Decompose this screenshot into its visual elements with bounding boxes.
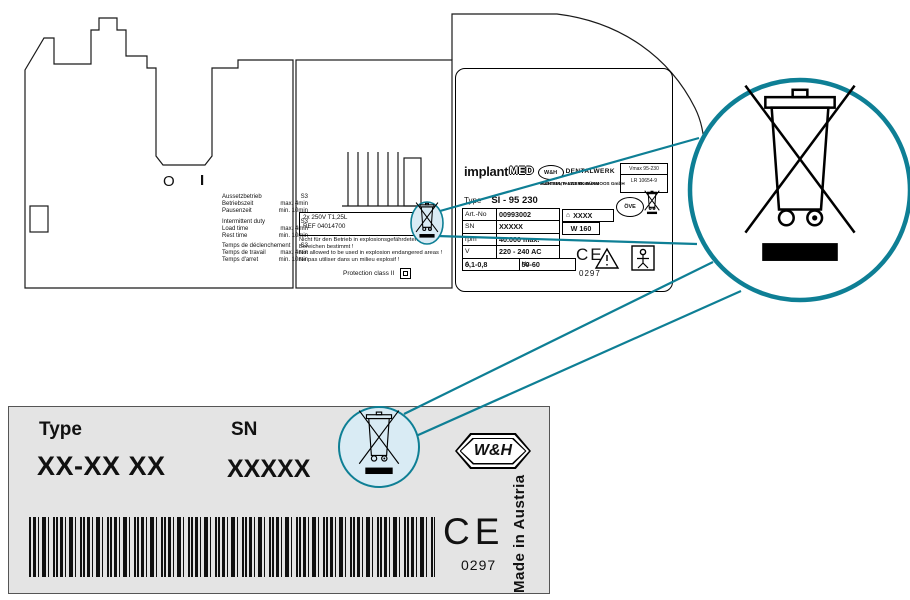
artno-label: Art.-No — [463, 209, 497, 221]
spec-label: Load time — [222, 225, 249, 232]
sn-value: XXXXX — [499, 222, 523, 232]
spec-value: min. 10min — [278, 232, 308, 239]
wh-logo-badge: W&H — [455, 433, 531, 469]
vent-slot — [403, 157, 422, 207]
spec-label: Rest time — [222, 232, 248, 239]
warning-line-de-1: Nicht für den Betrieb in explosionsgefäh… — [299, 237, 418, 243]
current-label: A — [465, 260, 470, 268]
brand-implant: implant — [464, 164, 509, 179]
spec-code: S3 — [300, 218, 308, 225]
spec-label: Temps de travail — [222, 250, 266, 257]
spec-label: Pausenzeit — [222, 207, 252, 214]
table-row: Art.-No 00993002 — [462, 208, 560, 222]
spec-value: min. 10min — [278, 257, 308, 264]
warning-line-de-2: Bereichen bestimmt ! — [299, 243, 354, 250]
label-sn-heading: SN — [231, 419, 258, 440]
fuse-ref: REF 04014700 — [303, 222, 346, 230]
type-value: SI - 95 230 — [491, 195, 538, 206]
ce-mark: CE — [576, 245, 604, 264]
table-row: A 0,1-0,8 Hz 50-60 — [462, 257, 576, 271]
voltage-label: V — [463, 246, 497, 258]
vent-grille — [342, 152, 424, 207]
power-cell: W 160 — [562, 222, 600, 236]
label-ce-mark: CE — [443, 511, 505, 552]
fuse-rating-box: 2x 250V T1,25L REF 04014700 — [299, 212, 419, 236]
table-row: SN XXXXX — [462, 220, 560, 234]
label-ce-number: 0297 — [461, 557, 497, 573]
spec-title: Aussetzbetrieb — [222, 194, 262, 200]
address-line-2: AUSTRIA, A-5111 Bürmoos — [540, 181, 599, 186]
spec-code: S3 — [300, 194, 308, 200]
side-port-outline — [29, 205, 49, 233]
table-row: V 220 - 240 AC — [462, 245, 560, 259]
type-label: Type — [464, 196, 482, 205]
rating-table: Art.-No 00993002 SN XXXXX rpm 40.000 max… — [462, 208, 576, 271]
sn-label: SN — [463, 221, 497, 233]
explosion-warning-text: Nicht für den Betrieb in explosionsgefäh… — [299, 237, 451, 263]
label-sn-placeholder: XXXXX — [227, 455, 311, 483]
spec-title: Temps de déclenchement — [222, 243, 291, 250]
duty-spec-group-fr: Temps de déclenchement S3 Temps de travai… — [222, 243, 308, 264]
serial-number-label: Type SN XX-XX XX XXXXX W&H CE 0297 Made … — [8, 406, 550, 594]
spec-value: max. 4min — [280, 200, 308, 207]
spec-code: S3 — [300, 243, 308, 250]
artno-value: 00993002 — [499, 210, 531, 219]
spec-label: Betriebszeit — [222, 200, 254, 207]
factory-icon: ⌂ — [566, 212, 571, 220]
manufacture-value: XXXX — [573, 211, 593, 221]
protection-class-ii-icon — [400, 268, 412, 279]
voltage-value: 220 - 240 AC — [499, 247, 542, 257]
type-row: Type SI - 95 230 — [464, 195, 538, 206]
ce-notified-body-number: 0297 — [579, 269, 601, 278]
made-in-austria-label: Made in Austria — [511, 474, 528, 593]
badge-center — [461, 439, 525, 463]
current-cell: A 0,1-0,8 — [463, 259, 519, 270]
spec-title: Intermittent duty — [222, 218, 266, 225]
frequency-label: Hz — [521, 260, 530, 268]
approval-box: Vmax 95-230 LR 10654-9 — [620, 163, 668, 193]
duty-spec-group-de: Aussetzbetrieb S3 Betriebszeit max. 4min P… — [222, 194, 308, 215]
protection-class-row: Protection class II — [343, 268, 443, 279]
protection-class-label: Protection class II — [343, 270, 395, 277]
spec-label: Temps d'arret — [222, 257, 259, 264]
label-type-placeholder: XX-XX XX — [37, 451, 166, 481]
power-off-mark: O — [163, 173, 175, 190]
table-row: rpm 40.000 max. — [462, 232, 560, 247]
frequency-cell: Hz 50-60 — [518, 258, 576, 270]
brand-med: MED — [509, 165, 534, 177]
ove-mark-icon: ÖVE — [616, 197, 644, 217]
manufacture-cell: ⌂ XXXX — [562, 209, 614, 223]
warning-line-fr: Ne pas utiliser dans un milieu explosif … — [299, 256, 400, 263]
approval-line-2: LR 10654-9 — [630, 178, 658, 184]
dentalwerk-label: DENTALWERK — [565, 168, 615, 175]
rating-plate: implant MED W&H DENTALWERK W&H DENTALWER… — [455, 68, 673, 292]
rpm-label: rpm — [463, 233, 497, 246]
approval-line-1: Vmax 95-230 — [621, 164, 667, 175]
duty-spec-group-en: Intermittent duty S3 Load time max. 4min R… — [222, 219, 308, 240]
spec-value: max. 4min — [280, 225, 308, 232]
device-outline — [24, 17, 294, 289]
fuse-rating: 2x 250V T1,25L — [303, 214, 348, 221]
spec-value: min. 10min — [278, 207, 308, 214]
warning-line-en: Not allowed to be used in explosion enda… — [299, 250, 443, 257]
rpm-value: 40.000 max. — [499, 234, 540, 244]
label-type-heading: Type — [39, 419, 82, 440]
wh-logo-text: W&H — [473, 442, 513, 459]
power-on-mark: I — [200, 172, 205, 189]
barcode — [29, 517, 435, 577]
spec-value: max. 4min — [280, 250, 308, 257]
wh-logo-icon: W&H — [537, 165, 564, 180]
